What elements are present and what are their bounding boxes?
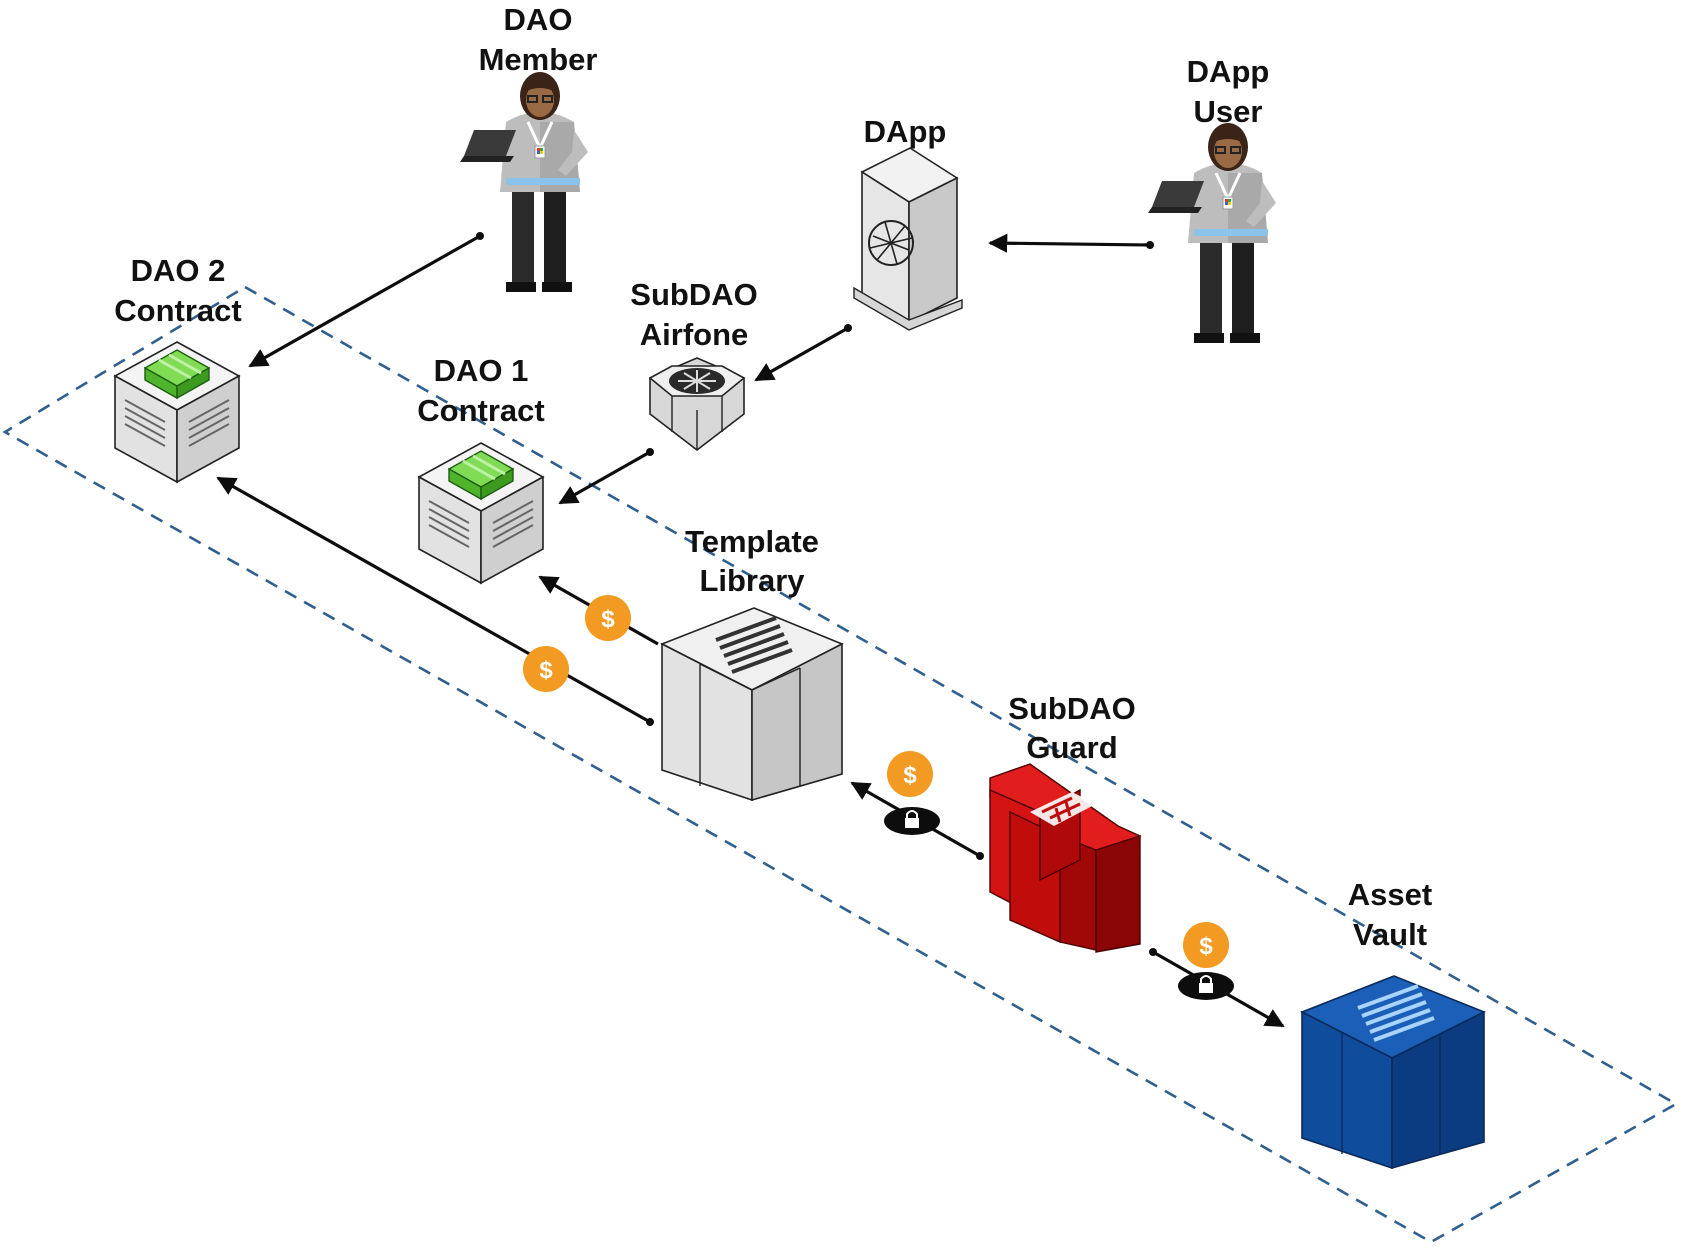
member-to-dao2-arrow: [248, 234, 481, 368]
template-library-label-line2: Library: [699, 563, 805, 598]
subdao-airfone-label-line1: SubDAO: [630, 277, 757, 312]
contract-server-icon: [113, 340, 241, 484]
subdao-airfone-label-line2: Airfone: [640, 317, 749, 352]
connectors: [216, 232, 1285, 1028]
dapp-to-airfone-arrow: [754, 326, 849, 382]
subdao-airfone-node: SubDAO Airfone: [630, 277, 758, 452]
contract-server-icon: [417, 441, 545, 585]
user-to-dapp-arrow: [988, 233, 1151, 253]
person-with-laptop-icon: [458, 70, 590, 294]
template-library-node: Template Library: [660, 524, 844, 802]
router-icon: [648, 357, 746, 452]
library-to-dao2-arrow: [216, 476, 651, 724]
vault-building-icon: [1300, 975, 1486, 1170]
lock-icon: [1177, 971, 1235, 1001]
dao2-contract-label-line1: DAO 2: [131, 253, 226, 288]
dao-member-node: DAO Member: [458, 2, 598, 294]
dollar-coin-icon: [585, 595, 631, 641]
dao2-contract-label-line2: Contract: [114, 293, 241, 328]
asset-vault-node: Asset Vault: [1300, 877, 1486, 1170]
dapp-label: DApp: [864, 114, 947, 149]
library-building-icon: [660, 607, 844, 802]
dollar-coin-icon: [523, 646, 569, 692]
asset-vault-label-line2: Vault: [1353, 917, 1427, 952]
person-with-laptop-icon: [1146, 121, 1278, 345]
server-tower-icon: [853, 147, 963, 331]
dao-member-label-line2: Member: [479, 42, 598, 77]
dapp-user-node: DApp User: [1146, 54, 1278, 345]
template-library-label-line1: Template: [685, 524, 819, 559]
subdao-guard-node: SubDAO Guard: [989, 691, 1142, 953]
airfone-to-dao1-arrow: [558, 450, 651, 505]
dapp-user-label-line1: DApp: [1187, 54, 1270, 89]
dao1-contract-label-line2: Contract: [417, 393, 544, 428]
dapp-node: DApp: [853, 114, 963, 331]
dao1-contract-label-line1: DAO 1: [434, 353, 529, 388]
subdao-guard-label-line2: Guard: [1026, 730, 1117, 765]
dollar-coin-icon: [1183, 922, 1229, 968]
dao1-contract-node: DAO 1 Contract: [417, 353, 545, 585]
subdao-guard-label-line1: SubDAO: [1008, 691, 1135, 726]
dollar-coin-icon: [887, 751, 933, 797]
asset-vault-label-line1: Asset: [1348, 877, 1432, 912]
firewall-icon: [989, 763, 1142, 953]
trust-boundary: [2, 285, 1679, 1244]
lock-icon: [883, 806, 941, 836]
dao-member-label-line1: DAO: [504, 2, 573, 37]
dao2-contract-node: DAO 2 Contract: [113, 253, 242, 484]
